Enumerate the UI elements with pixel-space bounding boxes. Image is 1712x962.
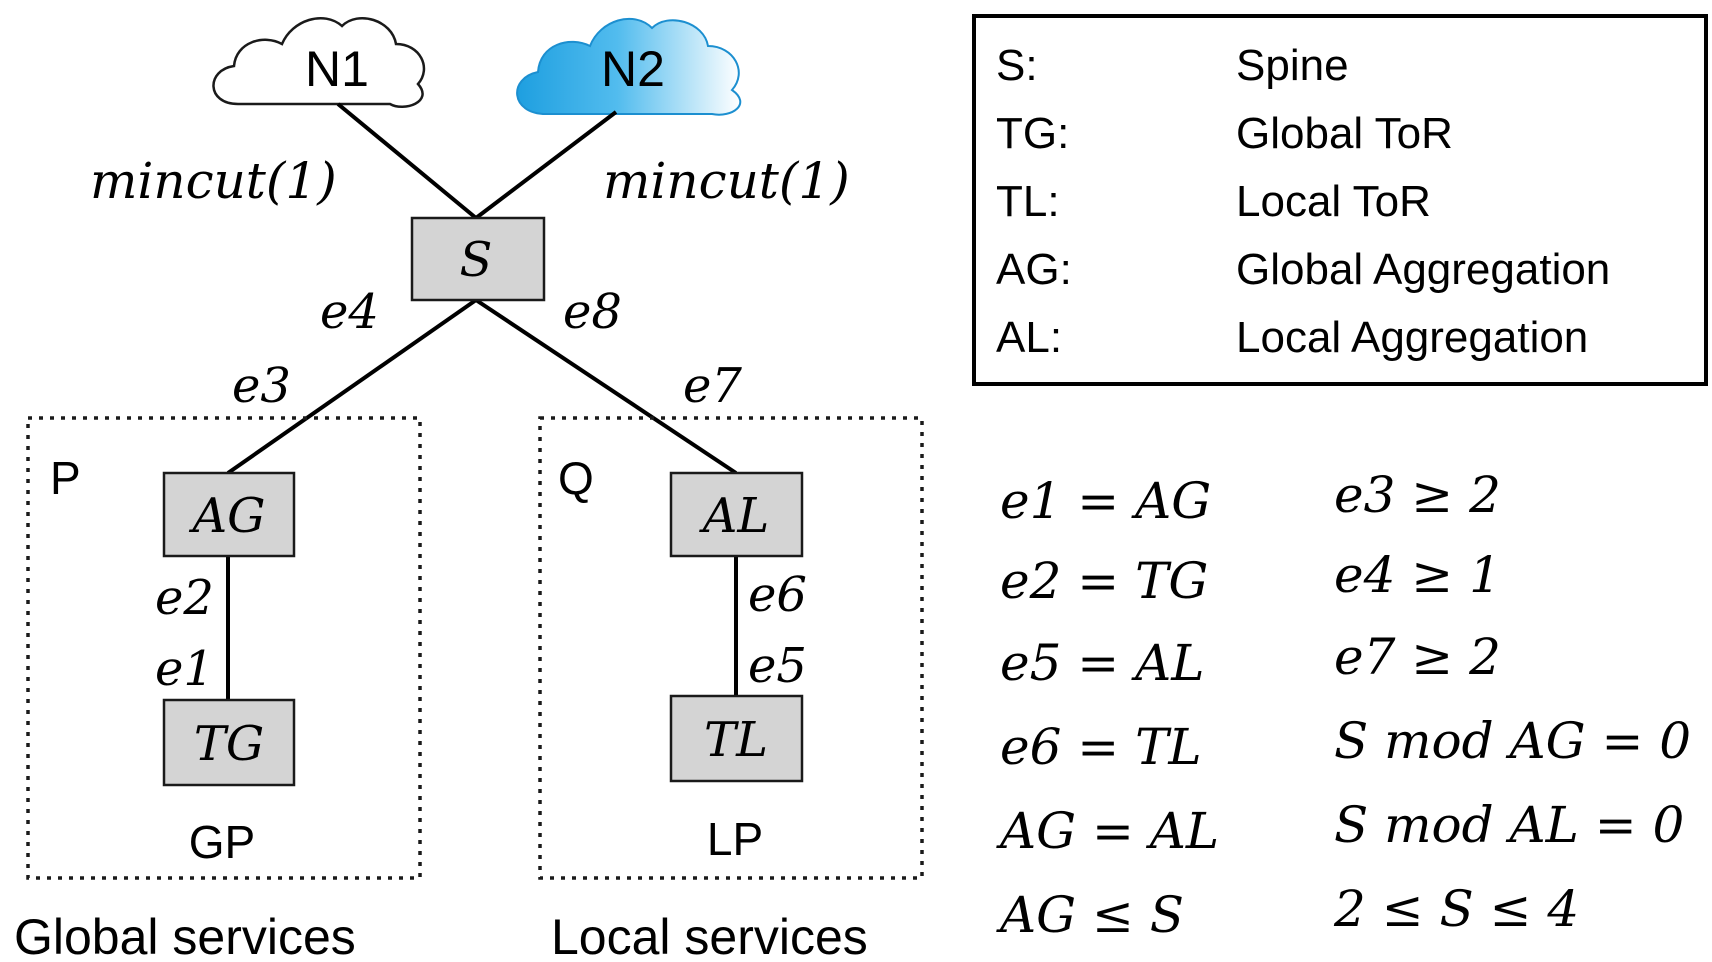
edge-label-e2: e2 [155, 570, 214, 626]
node-spine-label: S [460, 232, 493, 288]
constraints-left-column: e1 = AG e2 = TG e5 = AL e6 = TL AG = AL AG ≤ … [996, 472, 1219, 944]
node-global-agg-box [162, 471, 296, 558]
pod-label-local: LP [707, 813, 763, 865]
uplink-label-left: mincut(1) [90, 152, 337, 210]
pod-label-global: GP [189, 816, 255, 868]
legend-value: Local ToR [1236, 177, 1431, 226]
constraint-left: e2 = TG [1000, 552, 1208, 610]
cloud-n2: N2 [516, 18, 742, 116]
node-local-tor-box [669, 694, 804, 783]
node-global-tor-box [162, 698, 296, 787]
group-box-local [538, 416, 924, 880]
link-n1-spine [336, 102, 478, 220]
link-n2-spine [474, 110, 618, 220]
constraint-left: AG ≤ S [996, 886, 1184, 944]
legend-value: Global Aggregation [1236, 245, 1610, 294]
constraints-right-column: e3 ≥ 2 e4 ≥ 1 e7 ≥ 2 S mod AG = 0 S mod AL =… [1333, 466, 1691, 938]
edge-label-e5: e5 [748, 638, 807, 694]
node-local-agg-box [669, 471, 804, 558]
node-spine-box [410, 216, 546, 302]
node-global-agg: AG [162, 471, 296, 558]
constraint-left: e5 = AL [1000, 634, 1204, 692]
legend-key: S: [996, 41, 1038, 90]
constraint-left: e1 = AG [1000, 472, 1211, 530]
legend-value: Local Aggregation [1236, 313, 1588, 362]
constraint-left: AG = AL [996, 802, 1219, 860]
edge-label-e4: e4 [320, 284, 379, 340]
group-tag-local: Q [558, 452, 594, 504]
legend-key: AL: [996, 313, 1062, 362]
constraint-right: S mod AG = 0 [1334, 712, 1691, 770]
link-spine-ag [226, 298, 478, 475]
legend-key: TL: [996, 177, 1060, 226]
edge-label-e7: e7 [683, 358, 742, 414]
node-spine: S [410, 216, 546, 302]
legend-key: TG: [996, 109, 1069, 158]
legend-value: Spine [1236, 41, 1349, 90]
node-local-agg: AL [669, 471, 804, 558]
legend-key: AG: [996, 245, 1072, 294]
edge-label-e6: e6 [748, 567, 807, 623]
node-local-tor-label: TL [704, 712, 768, 768]
caption-local-services: Local services [551, 909, 868, 962]
caption-global-services: Global services [14, 909, 356, 962]
constraint-right: e7 ≥ 2 [1334, 628, 1501, 686]
constraint-right: e3 ≥ 2 [1334, 466, 1501, 524]
edge-label-e3: e3 [232, 358, 291, 414]
links [226, 102, 738, 700]
node-local-tor: TL [669, 694, 804, 783]
cloud-n1-label: N1 [305, 41, 369, 97]
uplink-label-right: mincut(1) [603, 152, 850, 210]
edge-label-e1: e1 [155, 641, 214, 697]
legend-value: Global ToR [1236, 109, 1453, 158]
legend-box [972, 14, 1708, 386]
constraint-right: S mod AL = 0 [1334, 796, 1684, 854]
cloud-n1: N1 [212, 17, 426, 109]
cloud-n2-shape [516, 18, 742, 116]
constraint-left: e6 = TL [1000, 718, 1202, 776]
group-tag-global: P [50, 452, 81, 504]
group-box-global [26, 416, 422, 880]
node-local-agg-label: AL [699, 488, 770, 544]
constraint-right: e4 ≥ 1 [1334, 546, 1501, 604]
node-global-agg-label: AG [188, 488, 265, 544]
link-spine-al [474, 298, 738, 475]
constraint-right: 2 ≤ S ≤ 4 [1333, 880, 1579, 938]
cloud-n2-label: N2 [601, 41, 665, 97]
cloud-n1-shape [212, 17, 426, 109]
node-global-tor-label: TG [194, 716, 264, 772]
edge-label-e8: e8 [563, 284, 622, 340]
node-global-tor: TG [162, 698, 296, 787]
